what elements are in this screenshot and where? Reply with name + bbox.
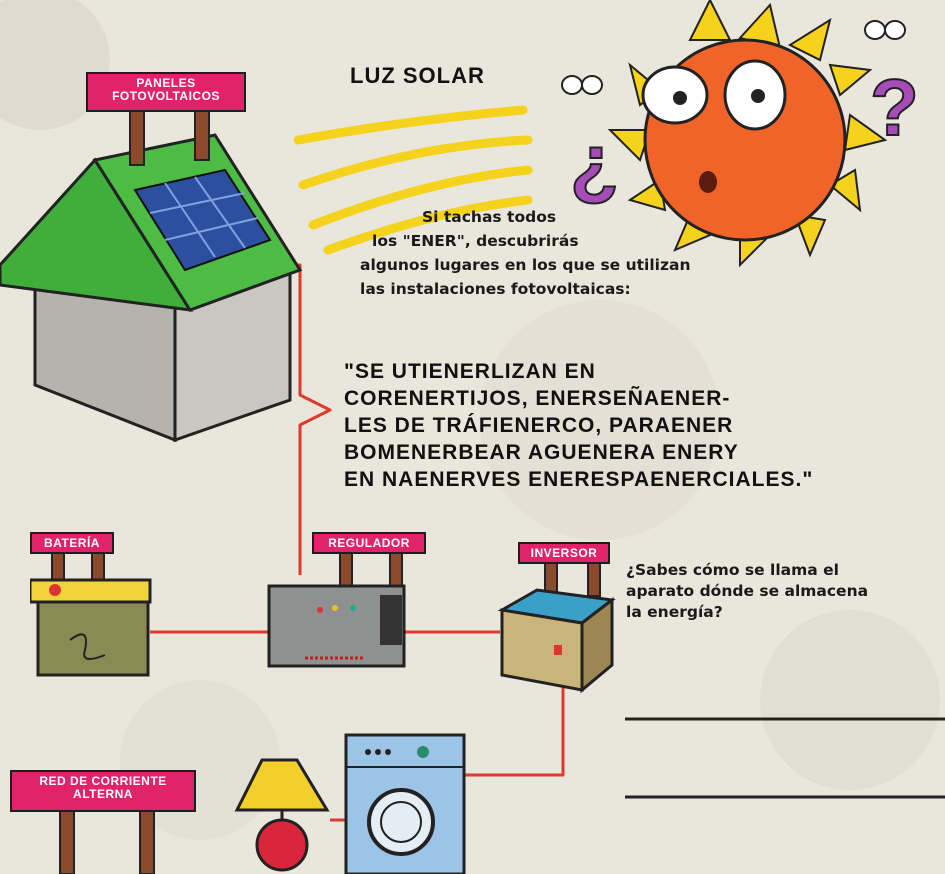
answer-lines bbox=[625, 717, 945, 799]
question-line-3: la energía? bbox=[626, 603, 723, 621]
sign-paneles-fotovoltaicos: PANELES FOTOVOLTAICOS bbox=[86, 72, 246, 112]
inverter-illustration bbox=[497, 588, 616, 694]
sunlight-rays bbox=[293, 105, 533, 255]
puzzle-text: "SE UTIENERLIZAN EN CORENERTIJOS, ENERSE… bbox=[344, 358, 944, 493]
label-paneles: PANELES FOTOVOLTAICOS bbox=[112, 76, 220, 103]
washing-machine-illustration bbox=[344, 733, 466, 874]
house-illustration bbox=[0, 133, 303, 443]
puzzle-line-4: BOMENERBEAR AGUENERA ENERY bbox=[344, 441, 739, 464]
instructions-text: Si tachas todos los "ENER", descubrirás … bbox=[360, 205, 720, 301]
solar-panel bbox=[133, 168, 272, 272]
label-red: RED DE CORRIENTE ALTERNA bbox=[39, 774, 167, 801]
sign-regulador: REGULADOR bbox=[312, 532, 426, 554]
sun-character: ¿ ? bbox=[561, 0, 920, 268]
question-line-2: aparato dónde se almacena bbox=[626, 582, 869, 600]
puzzle-line-1: "SE UTIENERLIZAN EN bbox=[344, 360, 596, 383]
instructions-line-1: Si tachas todos bbox=[422, 208, 557, 226]
luz-solar-label: LUZ SOLAR bbox=[350, 63, 485, 88]
question-line-1: ¿Sabes cómo se llama el bbox=[626, 561, 839, 579]
sign-bateria: BATERÍA bbox=[30, 532, 114, 554]
svg-text:?: ? bbox=[870, 63, 919, 152]
regulator-illustration bbox=[267, 584, 406, 668]
puzzle-line-3: LES DE TRÁFIENERCO, PARAENER bbox=[344, 414, 734, 437]
sign-inversor: INVERSOR bbox=[518, 542, 610, 564]
puzzle-line-2: CORENERTIJOS, ENERSEÑAENER- bbox=[344, 387, 731, 410]
svg-text:¿: ¿ bbox=[570, 118, 619, 207]
sign-red-corriente-alterna: RED DE CORRIENTE ALTERNA bbox=[10, 770, 196, 812]
label-regulador: REGULADOR bbox=[328, 536, 410, 550]
label-inversor: INVERSOR bbox=[530, 546, 598, 560]
puzzle-line-5: EN NAENERVES ENERESPAENERCIALES." bbox=[344, 468, 814, 491]
lamp-illustration bbox=[234, 758, 330, 872]
instructions-line-4: las instalaciones fotovoltaicas: bbox=[360, 280, 631, 298]
question-text: ¿Sabes cómo se llama el aparato dónde se… bbox=[626, 560, 926, 623]
label-bateria: BATERÍA bbox=[44, 536, 100, 550]
instructions-line-3: algunos lugares en los que se utilizan bbox=[360, 256, 691, 274]
battery-illustration bbox=[30, 578, 152, 677]
instructions-line-2: los "ENER", descubrirás bbox=[372, 232, 579, 250]
